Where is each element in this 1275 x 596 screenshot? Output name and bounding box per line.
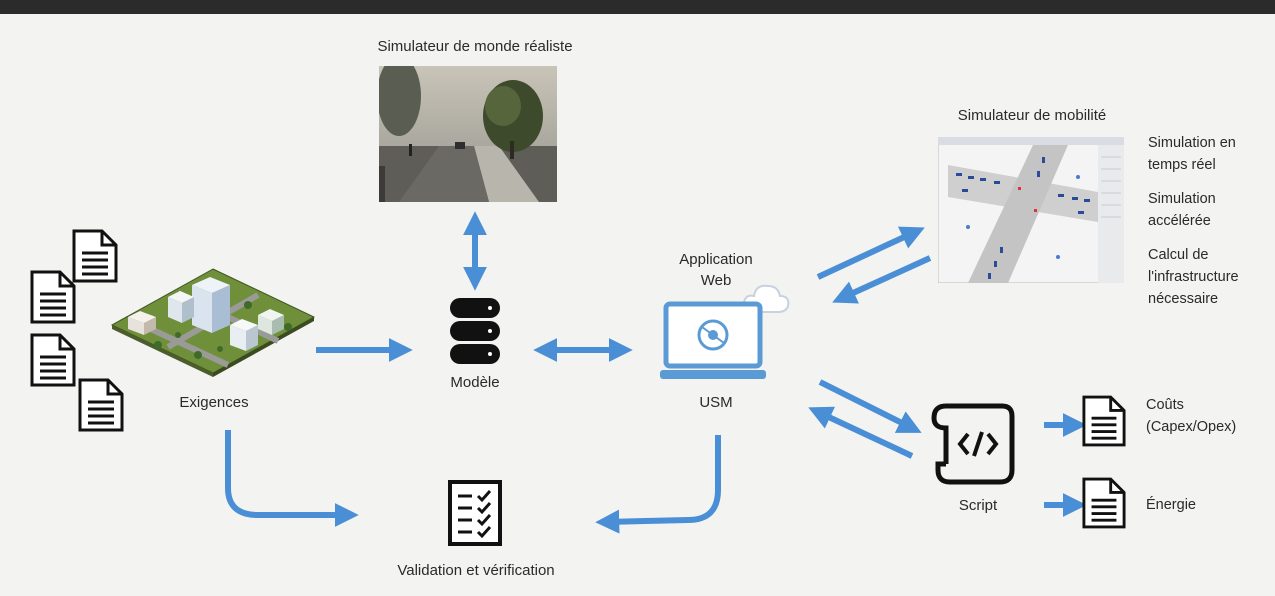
document-icon — [1082, 477, 1126, 529]
database-icon — [450, 298, 500, 364]
document-icon — [30, 270, 76, 324]
model-label: Modèle — [450, 374, 500, 391]
arrow-mobility-usm — [832, 255, 932, 304]
arrow-requirements-validation — [225, 430, 359, 527]
world-simulator-image — [379, 66, 557, 202]
script-label: Script — [958, 497, 998, 514]
output-realtime-line2: temps réel — [1148, 157, 1216, 173]
output-realtime-line1: Simulation en — [1148, 135, 1236, 151]
output-accelerated-line2: accélérée — [1148, 213, 1211, 229]
costs-line1: Coûts — [1146, 397, 1184, 413]
web-app-label-line2: Web — [700, 272, 732, 289]
validation-label: Validation et vérification — [397, 562, 555, 579]
city-model-icon — [110, 268, 316, 377]
document-icon — [30, 333, 76, 387]
checklist-icon — [448, 480, 502, 546]
costs-output: Coûts (Capex/Opex) — [1146, 394, 1236, 438]
output-realtime: Simulation en temps réel — [1148, 132, 1236, 176]
output-accelerated-line1: Simulation — [1148, 191, 1216, 207]
document-icon — [78, 378, 124, 432]
arrow-usm-mobility — [816, 226, 925, 280]
script-scroll-icon — [931, 403, 1015, 485]
web-app-label-line1: Application — [679, 251, 753, 268]
world-simulator-label: Simulateur de monde réaliste — [377, 38, 573, 55]
output-infrastructure-line2: l'infrastructure — [1148, 269, 1239, 285]
document-icon — [1082, 395, 1126, 447]
energy-label: Énergie — [1146, 497, 1196, 513]
output-accelerated: Simulation accélérée — [1148, 188, 1216, 232]
energy-output: Énergie — [1146, 494, 1196, 516]
arrow-usm-script — [818, 379, 922, 433]
requirements-label: Exigences — [179, 394, 249, 411]
arrow-script-usm — [808, 406, 914, 459]
arrow-usm-validation — [595, 435, 721, 534]
output-infrastructure-line3: nécessaire — [1148, 291, 1219, 307]
document-icon — [72, 229, 118, 283]
mobility-simulator-image — [938, 137, 1124, 283]
laptop-icon — [660, 301, 766, 379]
mobility-simulator-label: Simulateur de mobilité — [957, 107, 1107, 124]
output-infrastructure: Calcul de l'infrastructure nécessaire — [1148, 244, 1239, 310]
top-bar — [0, 0, 1275, 14]
usm-label: USM — [699, 394, 733, 411]
costs-line2: (Capex/Opex) — [1146, 419, 1237, 435]
output-infrastructure-line1: Calcul de — [1148, 247, 1209, 263]
